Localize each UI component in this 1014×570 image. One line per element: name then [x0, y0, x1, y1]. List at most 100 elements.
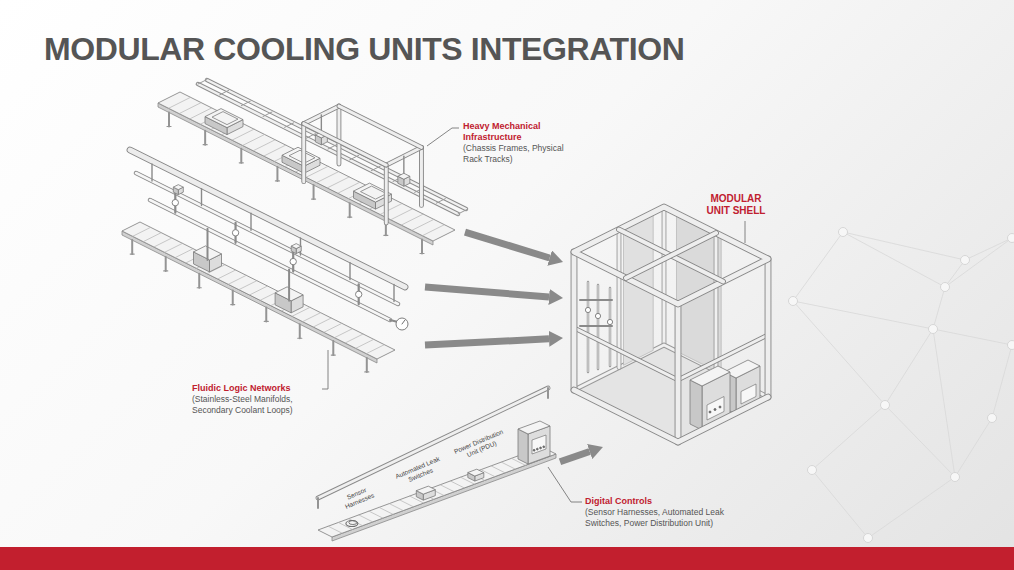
belt-roller	[133, 227, 151, 236]
beam-outline	[301, 124, 306, 182]
pdu-indicator	[536, 448, 538, 450]
belt-roller	[179, 103, 201, 114]
support-foot	[331, 354, 335, 355]
belt-roller	[356, 339, 374, 348]
beam	[574, 207, 768, 304]
pressure-gauge	[396, 318, 408, 330]
beam	[302, 124, 305, 182]
callout-body: (Sensor Harnesses, Automated Leak Switch…	[585, 507, 753, 529]
network-dot	[808, 466, 817, 475]
conveyor-belt	[158, 92, 455, 241]
track-tie	[436, 199, 445, 204]
belt-roller	[218, 270, 236, 279]
belt-roller	[175, 249, 193, 258]
support-leg	[204, 131, 206, 145]
chassis-frame	[361, 186, 387, 199]
network-line	[955, 418, 992, 477]
support-foot	[239, 162, 243, 163]
network-line	[885, 329, 933, 405]
support-leg	[131, 240, 133, 254]
pipe-hanger	[201, 189, 202, 206]
leak-switch	[416, 486, 435, 494]
support-leg	[421, 239, 423, 253]
belt-roller	[154, 238, 172, 247]
hoist-clamp	[398, 173, 410, 179]
beam	[663, 207, 666, 345]
beam	[337, 106, 340, 164]
beam	[420, 147, 423, 205]
network-dot	[864, 534, 873, 543]
beam	[339, 106, 422, 147]
manifold-block	[291, 244, 301, 249]
belt-roller	[401, 214, 423, 225]
support-leg	[332, 341, 334, 355]
callout-body: (Stainless-Steel Manifolds, Secondary Co…	[192, 394, 320, 416]
support-leg	[165, 257, 167, 271]
support-leg	[198, 274, 200, 288]
belt-roller	[389, 504, 403, 511]
coolant-drop	[207, 229, 209, 260]
beam-outline	[130, 150, 405, 287]
flow-arrow	[465, 232, 550, 258]
coolant-drop	[288, 270, 290, 301]
beam-outline	[339, 106, 422, 147]
leader-line	[548, 467, 582, 502]
beam-outline	[574, 207, 768, 304]
beam-outline	[714, 233, 719, 371]
belt-roller	[335, 329, 353, 338]
belt-roller	[328, 526, 342, 533]
valve	[585, 307, 590, 312]
beam-outline	[675, 304, 682, 442]
flow-arrow	[560, 452, 590, 462]
belt-roller	[303, 313, 321, 322]
track-tie	[198, 80, 207, 85]
valve	[607, 319, 612, 324]
diagram-title: MODULAR COOLING UNITS INTEGRATION	[44, 30, 684, 68]
pipe-hanger	[250, 213, 251, 230]
network-line	[868, 477, 955, 538]
unit-shell-frame	[563, 192, 772, 447]
belt-roller	[169, 97, 191, 108]
network-line	[812, 470, 868, 538]
support-leg	[313, 185, 315, 199]
belt-side	[122, 231, 377, 363]
track-tie	[371, 166, 380, 171]
network-dot	[1008, 234, 1014, 243]
beam-outline	[571, 252, 578, 390]
network-dot	[839, 228, 848, 237]
support-foot	[130, 254, 134, 255]
network-line	[843, 232, 945, 287]
belt-roller	[399, 500, 413, 507]
sensor-harness	[346, 521, 358, 527]
rail-post	[317, 498, 319, 508]
belt-roller	[412, 219, 434, 230]
pdu-indicator	[533, 449, 535, 451]
network-line	[885, 405, 955, 477]
network-dot	[881, 401, 890, 410]
network-dot	[961, 256, 970, 265]
beam-outline	[384, 165, 389, 223]
pdu-indicator	[543, 446, 545, 448]
chassis-frame	[205, 109, 243, 128]
network-dot	[1008, 341, 1014, 350]
flow-arrow	[425, 339, 549, 345]
belt-roller	[264, 145, 286, 156]
support-foot	[420, 253, 424, 254]
beam	[304, 124, 387, 165]
leader-line	[322, 350, 328, 389]
support-leg	[232, 291, 234, 305]
belt-roller	[359, 515, 373, 522]
belt-roller	[324, 323, 342, 332]
network-line	[793, 232, 843, 301]
belt-roller	[491, 466, 505, 473]
conveyor-belt	[122, 222, 395, 359]
network-dot	[789, 297, 798, 306]
support-foot	[164, 270, 168, 271]
unit-shell: MODULAR UNIT SHELL	[563, 192, 772, 447]
belt-roller	[501, 462, 515, 469]
belt-roller	[239, 281, 257, 290]
network-line	[933, 329, 1012, 345]
chassis-frame	[212, 112, 238, 125]
beam	[766, 259, 771, 397]
belt-side	[332, 454, 556, 541]
